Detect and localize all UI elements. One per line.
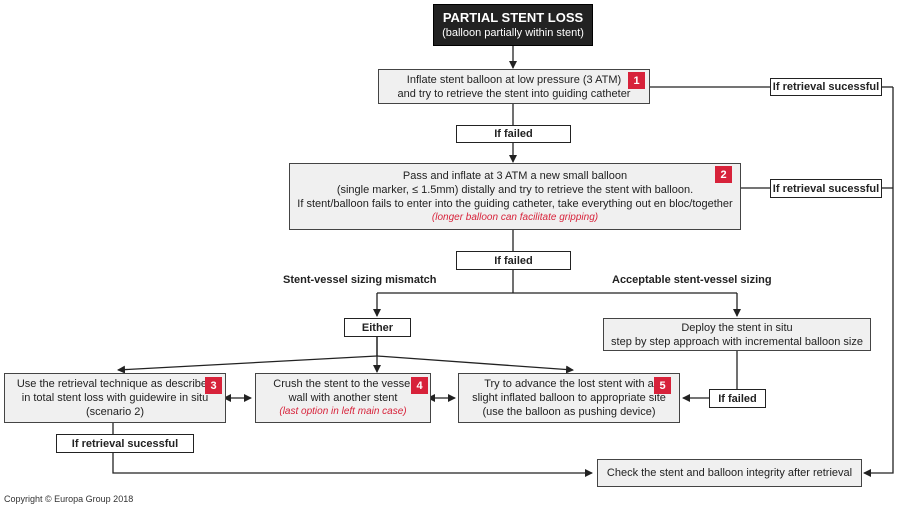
arrow-either-step3	[117, 355, 378, 374]
step2-line2: (single marker, ≤ 1.5mm) distally and tr…	[336, 183, 694, 196]
if-failed-tag-2: If failed	[456, 251, 571, 270]
step4-box: Crush the stent to the vessel wall with …	[255, 373, 431, 423]
step5-line1: Try to advance the lost stent with a	[484, 378, 654, 390]
final-check-box: Check the stent and balloon integrity af…	[597, 459, 862, 487]
step5-line2: slight inflated balloon to appropriate s…	[472, 392, 666, 404]
step3-line1: Use the retrieval technique as described	[16, 378, 214, 390]
step2-box: Pass and inflate at 3 ATM a new small ba…	[289, 163, 741, 230]
if-failed-tag-3: If failed	[709, 389, 766, 408]
if-retrieval-successful-tag-1: If retrieval sucessful	[770, 78, 882, 96]
branch-label-mismatch: Stent-vessel sizing mismatch	[283, 274, 437, 286]
either-tag: Either	[344, 318, 411, 337]
step2-note: (longer balloon can facilitate gripping)	[431, 211, 599, 223]
step5-number-badge: 5	[654, 377, 671, 394]
deploy-line1: Deploy the stent in situ	[681, 321, 793, 334]
step4-line1: Crush the stent to the vessel	[273, 378, 413, 390]
step3-box: Use the retrieval technique as described…	[4, 373, 226, 423]
deploy-line2: step by step approach with incremental b…	[611, 335, 863, 348]
step5-line3: (use the balloon as pushing device)	[482, 406, 656, 418]
step4-number-badge: 4	[411, 377, 428, 394]
if-failed-tag-1: If failed	[456, 125, 571, 143]
step1-number-badge: 1	[628, 72, 645, 89]
step2-line1: Pass and inflate at 3 ATM a new small ba…	[402, 169, 628, 182]
title-box: PARTIAL STENT LOSS (balloon partially wi…	[433, 4, 593, 46]
step2-number-badge: 2	[715, 166, 732, 183]
arrow-success-final	[112, 453, 593, 477]
step4-note: (last option in left main case)	[279, 406, 407, 417]
arrow-either-step5	[376, 355, 574, 374]
if-retrieval-successful-tag-3: If retrieval sucessful	[56, 434, 194, 453]
step1-line1: Inflate stent balloon at low pressure (3…	[406, 73, 622, 86]
arrow-rail-final	[863, 87, 894, 477]
step3-line2: in total stent loss with guidewire in si…	[21, 392, 209, 404]
step3-line3: (scenario 2)	[85, 406, 145, 418]
step3-number-badge: 3	[205, 377, 222, 394]
deploy-box: Deploy the stent in situ step by step ap…	[603, 318, 871, 351]
branch-label-acceptable: Acceptable stent-vessel sizing	[612, 274, 772, 286]
if-retrieval-successful-tag-2: If retrieval sucessful	[770, 179, 882, 198]
step1-box: Inflate stent balloon at low pressure (3…	[378, 69, 650, 104]
step5-box: Try to advance the lost stent with a sli…	[458, 373, 680, 423]
title-subheading: (balloon partially within stent)	[442, 27, 584, 39]
step4-line2: wall with another stent	[288, 392, 398, 404]
step2-line3: If stent/balloon fails to enter into the…	[297, 197, 733, 210]
title-heading: PARTIAL STENT LOSS	[442, 10, 584, 25]
step1-line2: and try to retrieve the stent into guidi…	[397, 87, 631, 100]
final-check-text: Check the stent and balloon integrity af…	[606, 467, 853, 479]
copyright-notice: Copyright © Europa Group 2018	[4, 494, 134, 504]
